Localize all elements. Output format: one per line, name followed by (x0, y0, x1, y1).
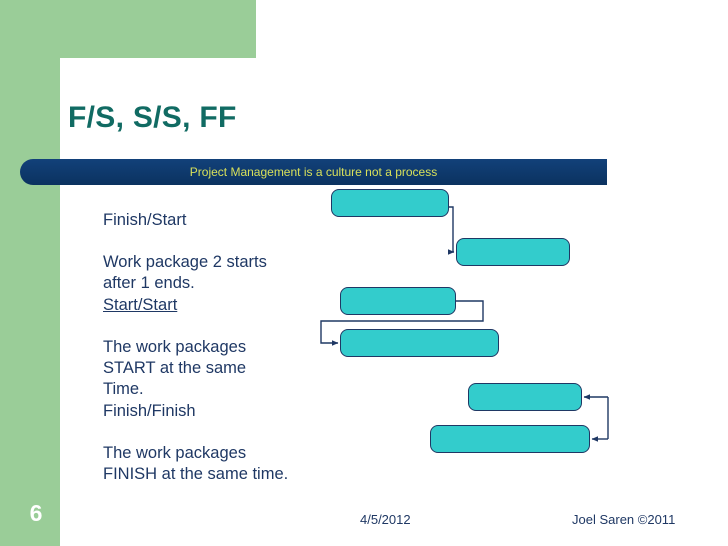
gantt-bar-ff-4 (468, 383, 582, 411)
background-green-sidebar (0, 0, 60, 546)
section-finish-finish-heading: Finish/Finish (103, 402, 196, 420)
section-finish-finish-text: Finish/Finish The work packages FINISH a… (103, 380, 288, 506)
footer-credit: Joel Saren ©2011 (572, 512, 676, 527)
section-start-start-body: The work packages START at the same Time… (103, 338, 247, 398)
section-finish-start-heading: Finish/Start (103, 211, 187, 229)
gantt-bar-fs-1 (456, 238, 570, 266)
section-finish-start-text: Finish/Start Work package 2 starts after… (103, 189, 267, 315)
gantt-bar-ff-5 (430, 425, 590, 453)
gantt-bar-fs-0 (331, 189, 449, 217)
slide-number: 6 (29, 500, 43, 526)
tagline-banner: Project Management is a culture not a pr… (20, 159, 607, 185)
footer-date: 4/5/2012 (360, 512, 411, 527)
background-white-panel (60, 58, 728, 511)
tagline-text: Project Management is a culture not a pr… (189, 165, 438, 179)
gantt-bar-ss-2 (340, 287, 456, 315)
gantt-bar-ss-3 (340, 329, 499, 357)
page-title: F/S, S/S, FF (68, 101, 237, 134)
section-start-start-heading: Start/Start (103, 296, 178, 314)
section-start-start-text: Start/Start The work packages START at t… (103, 274, 246, 421)
section-finish-finish-body: The work packages FINISH at the same tim… (103, 444, 289, 483)
section-finish-start-body: Work package 2 starts after 1 ends. (103, 253, 267, 292)
